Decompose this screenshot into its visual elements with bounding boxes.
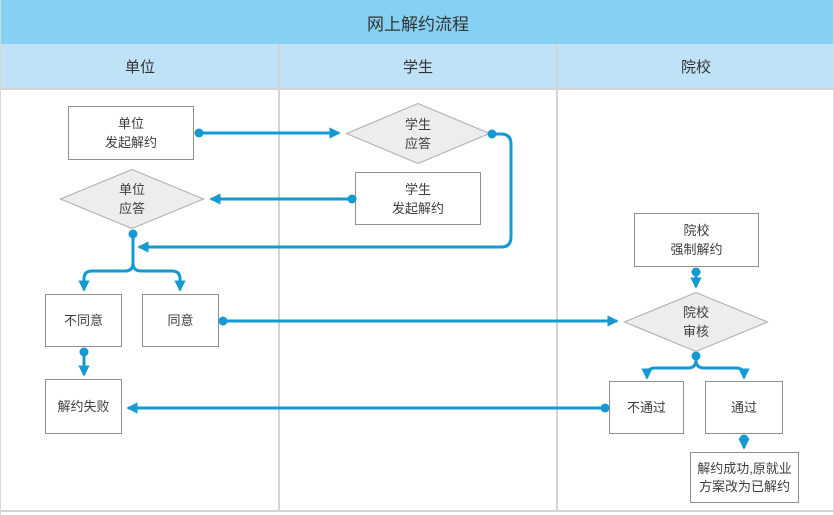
node-label: 院校 [682, 305, 709, 320]
node-student-initiate: 学生 发起解约 [355, 172, 481, 225]
edge-dot [218, 316, 228, 326]
edge-dot [79, 347, 89, 357]
node-fail: 解约失败 [45, 379, 122, 434]
node-label: 审核 [682, 324, 709, 339]
node-label: 学生 [404, 116, 431, 132]
node-label: 通过 [730, 400, 757, 415]
edge-dot [194, 128, 204, 138]
node-label: 强制解约 [670, 242, 723, 257]
edge-college-review-to-reject [641, 359, 698, 380]
lane-header-label: 学生 [402, 58, 433, 76]
node-label: 不通过 [626, 400, 666, 415]
lane-header-college: 院校 [557, 44, 833, 88]
node-label: 发起解约 [391, 200, 444, 216]
edge-dot [739, 434, 749, 444]
lane-divider-1 [278, 44, 280, 510]
node-unit-respond: 单位 应答 [59, 168, 205, 230]
node-reject: 不通过 [609, 381, 684, 434]
node-label: 解约失败 [57, 399, 110, 414]
edge-unit-respond-to-disagree [78, 262, 135, 292]
node-label: 院校 [683, 223, 710, 238]
node-disagree: 不同意 [45, 294, 122, 347]
edge-college-review-to-pass [694, 356, 750, 380]
node-label: 同意 [167, 313, 194, 328]
lane-header-label: 院校 [680, 58, 711, 76]
edge-dot [691, 267, 701, 277]
node-label: 学生 [404, 181, 431, 197]
edge-dot [128, 229, 138, 239]
node-agree: 同意 [142, 294, 219, 347]
node-student-respond: 学生 应答 [345, 102, 491, 165]
title-bar: 网上解约流程 [1, 0, 833, 44]
node-college-review: 院校 审核 [623, 291, 769, 353]
node-label: 单位 [118, 182, 145, 197]
node-pass: 通过 [705, 381, 783, 434]
node-college-force: 院校 强制解约 [634, 213, 759, 267]
node-label: 方案改为已解约 [698, 478, 790, 494]
lane-header-label: 单位 [124, 58, 155, 76]
node-label: 应答 [118, 201, 145, 216]
page-title: 网上解约流程 [367, 14, 469, 34]
lane-header-row: 单位 学生 院校 [1, 44, 833, 88]
header-bottom-divider [1, 88, 833, 90]
node-label: 不同意 [63, 313, 103, 328]
lane-divider-2 [556, 44, 558, 510]
node-success: 解约成功,原就业 方案改为已解约 [690, 452, 799, 503]
node-label: 发起解约 [104, 135, 157, 150]
lane-header-unit: 单位 [1, 44, 279, 88]
node-label: 单位 [117, 116, 144, 131]
node-label: 解约成功,原就业 [697, 460, 792, 476]
bottom-border [1, 510, 833, 512]
node-unit-initiate: 单位 发起解约 [68, 106, 194, 160]
node-label: 应答 [404, 135, 431, 151]
lane-header-student: 学生 [279, 44, 557, 88]
edge-unit-respond-to-agree [131, 234, 186, 292]
